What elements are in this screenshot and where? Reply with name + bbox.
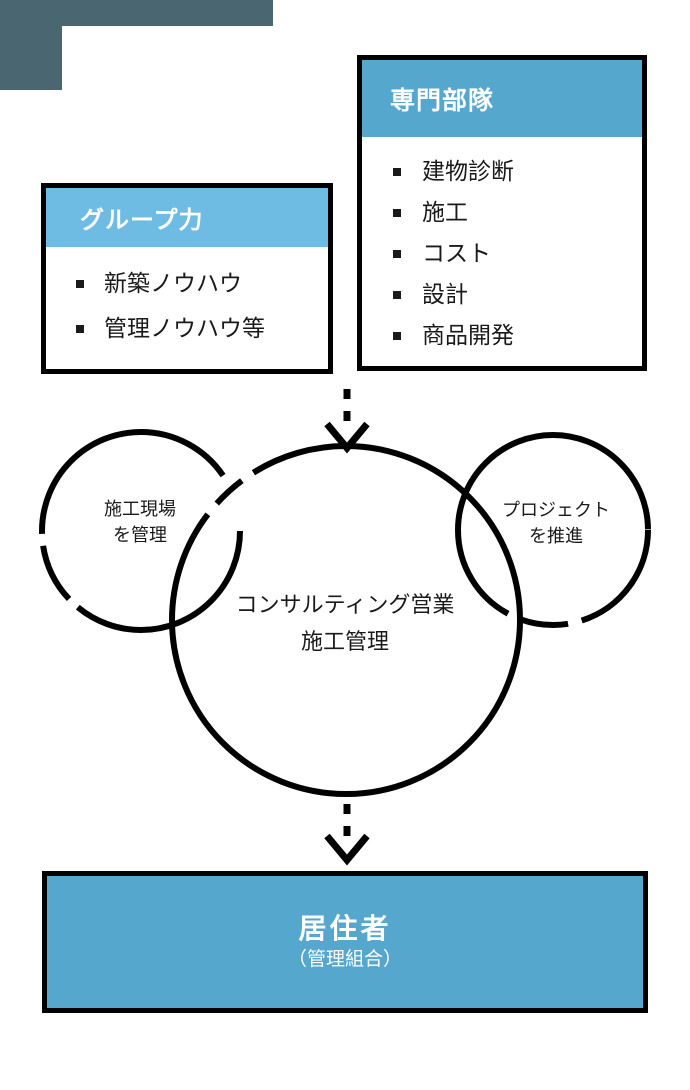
list-item-label: 設計	[422, 281, 468, 307]
list-item-label: 施工	[422, 199, 468, 225]
list-item-label: 新築ノウハウ	[104, 270, 242, 296]
resident-title: 居住者	[298, 913, 392, 945]
list-item: 新築ノウハウ	[46, 261, 328, 306]
list-item-label: 建物診断	[422, 158, 514, 184]
list-item: 施工	[362, 192, 642, 233]
circle-label-construction-site: 施工現場 を管理	[60, 496, 220, 548]
list-item: コスト	[362, 233, 642, 274]
specialist-team-card: 専門部隊 建物診断 施工 コスト 設計	[357, 55, 647, 371]
group-strength-body: 新築ノウハウ 管理ノウハウ等	[46, 247, 328, 351]
bullet-square-icon	[393, 167, 401, 176]
circle-label-line2: 施工管理	[300, 629, 389, 655]
arrow-down-to-circles	[324, 389, 370, 454]
bullet-square-icon	[76, 279, 84, 288]
teal-top-bar	[0, 0, 273, 26]
group-strength-card: グループ力 新築ノウハウ 管理ノウハウ等	[41, 183, 333, 374]
specialist-team-title: 専門部隊	[390, 86, 495, 115]
circle-label-project-promotion: プロジェクト を推進	[473, 497, 639, 549]
group-strength-title: グループ力	[80, 207, 204, 234]
list-item: 管理ノウハウ等	[46, 306, 328, 351]
list-item: 建物診断	[362, 151, 642, 192]
circle-label-consulting-sales: コンサルティング営業 施工管理	[185, 586, 505, 661]
bullet-square-icon	[393, 249, 401, 258]
specialist-team-list: 建物診断 施工 コスト 設計 商品開発	[362, 151, 642, 356]
bullet-square-icon	[76, 324, 84, 333]
arrow-down-to-residents	[324, 804, 370, 866]
group-strength-list: 新築ノウハウ 管理ノウハウ等	[46, 261, 328, 351]
specialist-team-body: 建物診断 施工 コスト 設計 商品開発	[362, 137, 642, 356]
teal-left-bar	[0, 26, 62, 90]
group-strength-header: グループ力	[46, 188, 328, 247]
list-item-label: コスト	[422, 240, 491, 266]
list-item-label: 管理ノウハウ等	[104, 315, 265, 341]
circle-label-line2: を推進	[529, 526, 583, 547]
list-item: 設計	[362, 274, 642, 315]
bullet-square-icon	[393, 331, 401, 340]
circle-label-line1: プロジェクト	[502, 500, 610, 520]
circle-label-line1: 施工現場	[104, 499, 176, 519]
bullet-square-icon	[393, 208, 401, 217]
list-item: 商品開発	[362, 315, 642, 356]
resident-card: 居住者 （管理組合）	[42, 871, 648, 1013]
circle-label-line1: コンサルティング営業	[235, 592, 455, 617]
specialist-team-header: 専門部隊	[362, 60, 642, 137]
list-item-label: 商品開発	[422, 322, 514, 348]
resident-subtitle: （管理組合）	[287, 949, 402, 971]
bullet-square-icon	[393, 290, 401, 299]
circle-label-line2: を管理	[113, 525, 167, 546]
